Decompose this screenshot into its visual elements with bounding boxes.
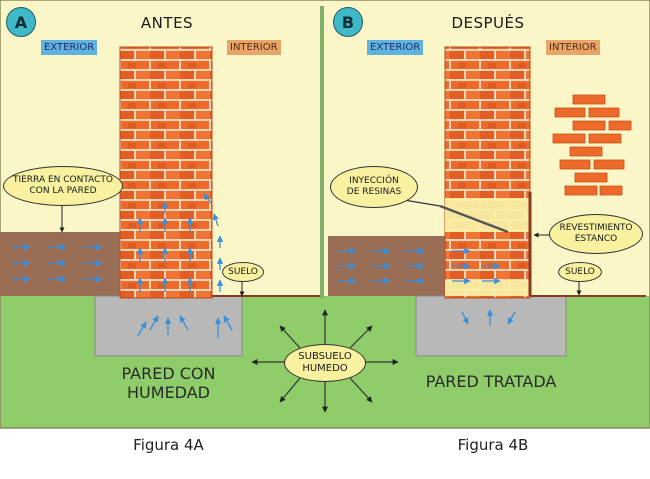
earth-exterior-a [0, 232, 120, 296]
injection-needle [439, 204, 509, 234]
resin-barrier-bottom [445, 280, 530, 296]
brick-wall-b [444, 46, 531, 299]
moisture-arrows-b [338, 247, 516, 326]
panel-a-caption: Figura 4A [133, 436, 204, 454]
panel-a-letter: A [14, 12, 28, 32]
brick-wall-a [119, 46, 213, 299]
floor-text-a: SUELO [228, 266, 258, 277]
subsoil-arrows [251, 309, 399, 413]
panel-a-heading: ANTES [140, 14, 194, 32]
panel-b-caption: Figura 4B [457, 436, 529, 454]
frame-border [0, 0, 650, 429]
interior-bricks-b [552, 94, 632, 196]
injection-leader [403, 199, 441, 207]
panel-b-heading: DESPUÉS [451, 14, 525, 32]
foundation-b [415, 295, 567, 357]
floor-callout-b: SUELO [558, 262, 602, 282]
panel-b-result: PARED TRATADA [425, 372, 557, 391]
panel-a-result: PARED CON HUMEDAD [121, 364, 216, 402]
soil-contact-callout: TIERRA EN CONTACTO CON LA PARED [3, 166, 123, 206]
floor-callout-a: SUELO [222, 262, 264, 282]
panel-b-interior-tag: INTERIOR [546, 40, 600, 55]
moisture-arrows-a [12, 193, 233, 338]
injection-text: INYECCIÓN DE RESINAS [346, 176, 402, 197]
subsoil-text: SUBSUELO HUMEDO [298, 351, 352, 374]
floor-text-b: SUELO [565, 266, 595, 277]
panel-a-interior-tag: INTERIOR [227, 40, 281, 55]
coating-text: REVESTIMIENTO ESTANCO [559, 223, 633, 244]
panel-a-badge: A [6, 7, 36, 37]
panel-a-exterior-tag: EXTERIOR [41, 40, 98, 55]
injection-callout: INYECCIÓN DE RESINAS [330, 166, 418, 208]
subsoil-callout: SUBSUELO HUMEDO [284, 344, 366, 382]
coating-callout: REVESTIMIENTO ESTANCO [549, 214, 643, 254]
panel-divider [320, 6, 324, 298]
soil-contact-text: TIERRA EN CONTACTO CON LA PARED [12, 175, 114, 196]
panel-b-exterior-tag: EXTERIOR [367, 40, 424, 55]
resin-barrier-top [445, 198, 530, 232]
panel-b-letter: B [341, 12, 355, 32]
panel-b-badge: B [333, 7, 363, 37]
